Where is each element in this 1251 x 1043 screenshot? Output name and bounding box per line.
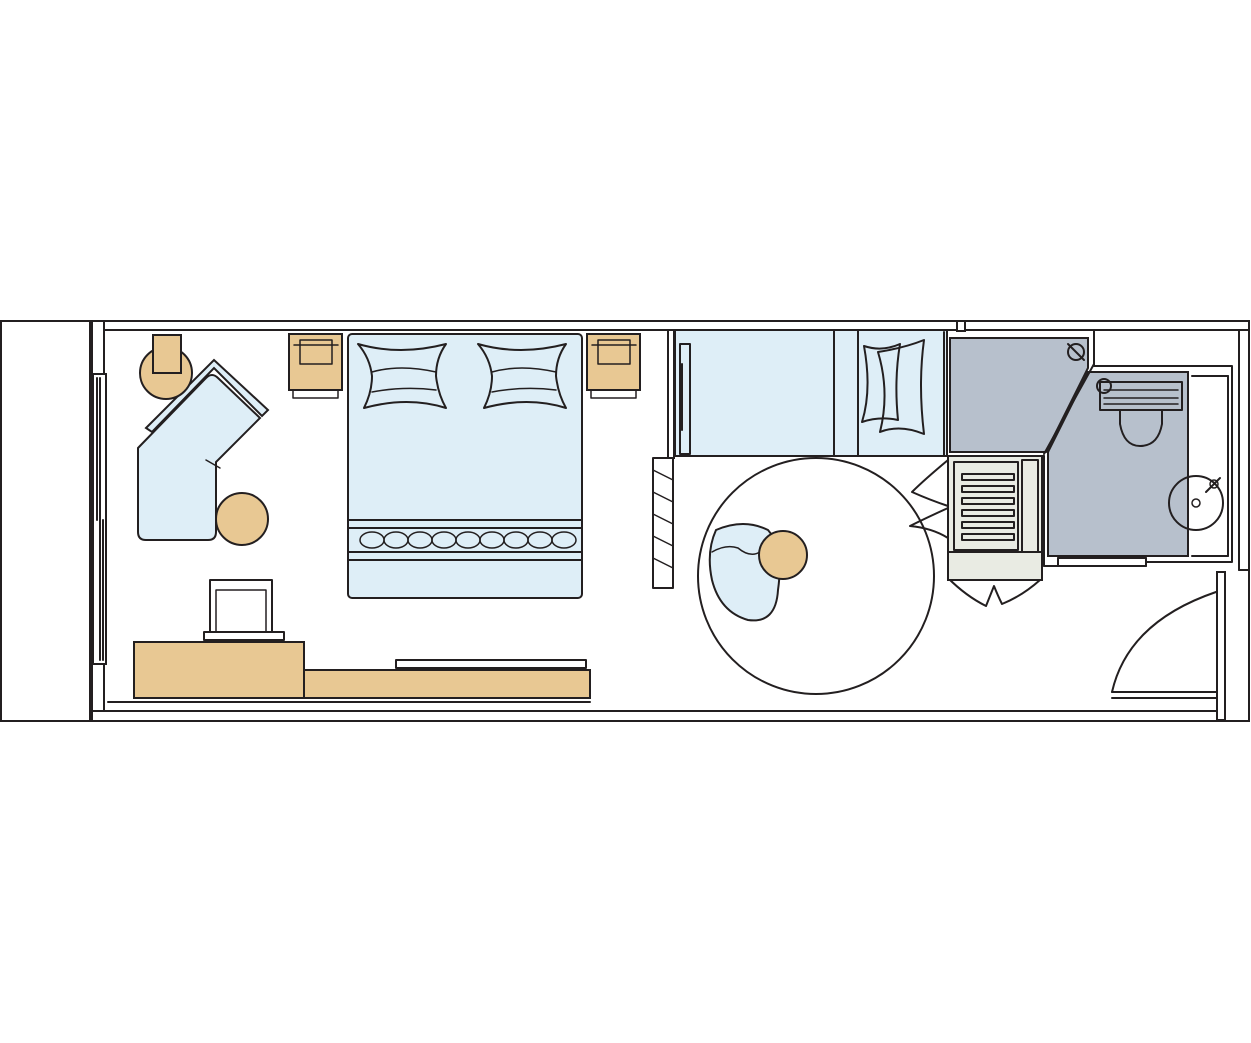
sliding-glass-door <box>92 373 107 665</box>
desk-chair <box>203 579 285 641</box>
wardrobe <box>947 455 1043 581</box>
partition-wall <box>667 329 675 459</box>
privacy-curtain <box>909 459 1041 607</box>
ottoman <box>215 492 269 546</box>
shelves <box>961 473 1015 541</box>
pillow <box>477 343 567 409</box>
double-bed <box>347 333 583 599</box>
armchair-table <box>139 334 193 400</box>
toilet <box>1096 378 1183 447</box>
upper-bunk <box>674 329 948 457</box>
entry-door[interactable] <box>1111 591 1217 699</box>
tv-console <box>107 659 591 703</box>
pillow <box>357 343 447 409</box>
bathroom <box>943 329 1233 567</box>
shower <box>1067 343 1085 361</box>
nightstand-left <box>288 333 343 399</box>
sink <box>1168 475 1224 531</box>
lounge-rug <box>697 457 935 695</box>
nightstand-right <box>586 333 641 399</box>
bunk-ladder <box>652 457 674 589</box>
side-table <box>758 530 808 580</box>
sofa <box>137 358 270 541</box>
desk <box>133 641 305 699</box>
pillow <box>861 339 925 435</box>
bed-runner-pattern <box>359 531 577 549</box>
balcony <box>0 320 91 722</box>
